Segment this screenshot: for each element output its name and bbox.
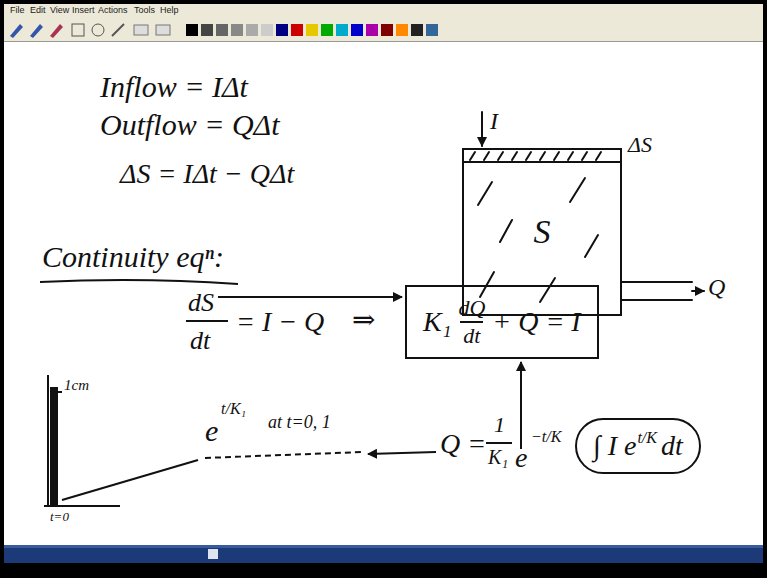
- fraction-bottom: dt: [190, 326, 210, 356]
- exponent-text: t/K: [637, 429, 657, 446]
- outflow-symbol: Q: [708, 274, 725, 302]
- page-marker: [208, 549, 218, 559]
- canvas: [4, 42, 763, 545]
- integral-text: dt: [661, 430, 683, 461]
- toolbar-edge: [4, 41, 763, 42]
- fraction-top: 1: [494, 412, 505, 437]
- integral-text: ∫ I e: [593, 430, 636, 461]
- menu-item: Help: [160, 5, 179, 16]
- scale-note: 1cm: [64, 377, 89, 394]
- implies-symbol: ⇒: [352, 304, 375, 336]
- equation-box: K₁dQdt+ Q = I: [405, 285, 599, 359]
- equation-text: Inflow = IΔt: [100, 70, 248, 105]
- tool-icons: [10, 24, 170, 38]
- tank-figure: [464, 112, 704, 302]
- exponent-text: −t/K: [531, 428, 561, 446]
- menu-item: Actions: [98, 5, 128, 16]
- menu-item: View: [50, 5, 69, 16]
- equation-text: Outflow = QΔt: [100, 108, 280, 143]
- fraction-bar: [486, 442, 512, 444]
- menu-item: Tools: [134, 5, 155, 16]
- equation-text: K₁: [423, 306, 451, 338]
- exponential-base: e: [205, 414, 218, 449]
- storage-symbol: ΔS: [628, 132, 652, 157]
- dashed-underline: [205, 452, 362, 458]
- fraction-bottom: dt: [460, 321, 483, 349]
- heading-text: Continuity eqⁿ:: [42, 240, 224, 275]
- fraction: dQdt: [455, 295, 488, 349]
- integral-loop: ∫ I et/Kdt: [575, 418, 701, 474]
- inflow-symbol: I: [490, 108, 498, 136]
- axis-note: t=0: [50, 510, 69, 525]
- fraction-top: dS: [188, 288, 214, 318]
- equation-text: Q =: [440, 428, 486, 460]
- status-bar-edge: [4, 545, 763, 548]
- pointer-arrow: [218, 296, 402, 298]
- color-swatches: [186, 24, 438, 36]
- fraction-bar: [186, 320, 228, 322]
- menu-item: Edit: [30, 5, 46, 16]
- equation-text: = I − Q: [236, 306, 324, 338]
- side-note: at t=0, 1: [268, 412, 331, 433]
- menu-item: File: [10, 5, 25, 16]
- equation-text: + Q = I: [492, 306, 580, 338]
- status-bar: [4, 545, 763, 563]
- exponential-base: e: [515, 442, 527, 474]
- underline: [40, 280, 238, 284]
- equation-text: ΔS = IΔt − QΔt: [120, 158, 294, 190]
- menu-bar: [4, 4, 763, 18]
- tool-bar: [4, 18, 763, 42]
- impulse-graph: [44, 375, 198, 507]
- pointer-arrow: [368, 452, 436, 454]
- fraction-top: dQ: [455, 295, 488, 321]
- exponent-text: t/K₁: [221, 400, 246, 418]
- menu-item: Insert: [72, 5, 95, 16]
- pointer-arrow: [520, 362, 522, 449]
- node-text: S: [534, 213, 551, 251]
- fraction-bottom: K₁: [488, 446, 508, 469]
